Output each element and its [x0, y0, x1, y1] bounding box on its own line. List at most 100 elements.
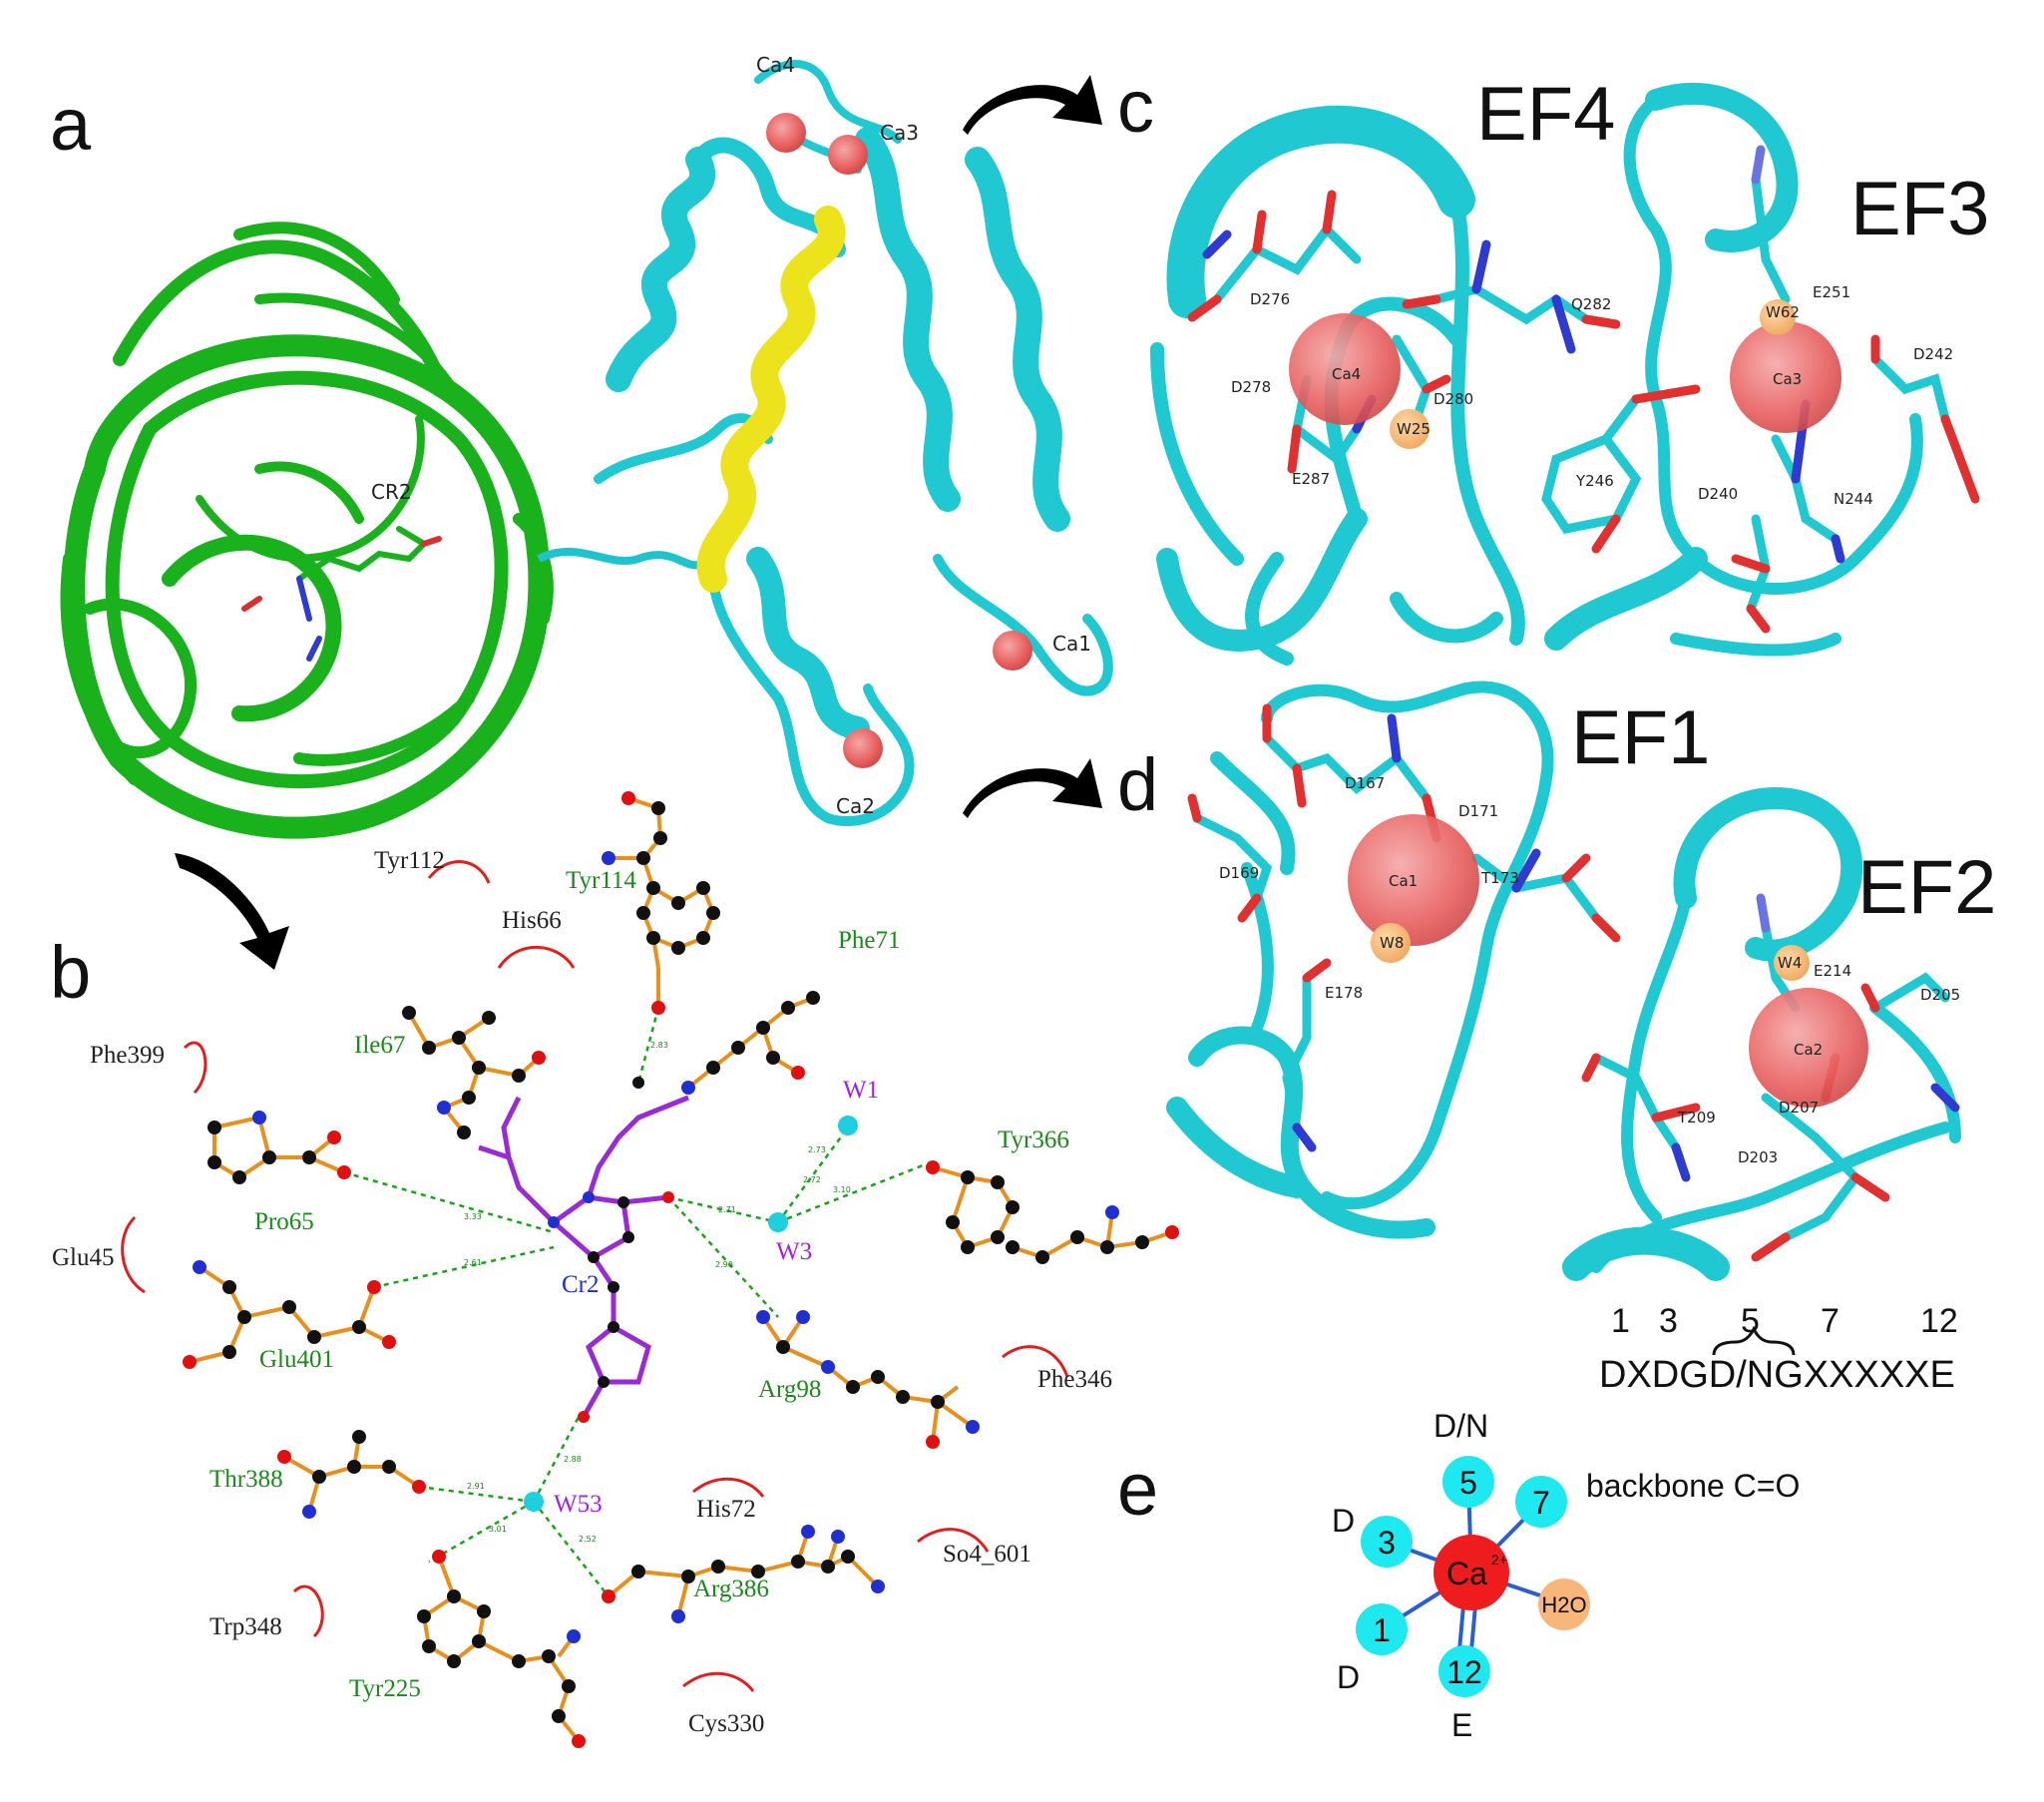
calcium-charge: 2+ [1491, 1552, 1507, 1568]
panel-d: d EF1 EF2 [1117, 680, 1996, 1281]
label-dn: D/N [1433, 1408, 1488, 1444]
label-phe346: Phe346 [1037, 1366, 1112, 1393]
calmodulin-domain [594, 60, 1113, 827]
linker [537, 547, 711, 570]
label-d169: D169 [1219, 864, 1259, 882]
curved-arrows [175, 75, 1102, 970]
panel-label-d: d [1117, 743, 1158, 826]
label-ef2: EF2 [1857, 845, 1996, 930]
label-ca2-d: Ca2 [1794, 1041, 1823, 1059]
distance-label: 2.83 [650, 1041, 668, 1050]
label-d278: D278 [1231, 378, 1271, 396]
label-w8: W8 [1380, 934, 1404, 952]
label-ca4: Ca4 [756, 53, 795, 77]
label-e287: E287 [1292, 470, 1330, 488]
calcium-sphere [843, 728, 883, 768]
label-n244: N244 [1834, 490, 1873, 508]
peptide-helix [696, 206, 846, 593]
calcium-sphere [993, 631, 1032, 671]
label-d167: D167 [1345, 774, 1385, 792]
label-ca3-c: Ca3 [1773, 370, 1802, 388]
panel-label-a: a [50, 83, 92, 166]
arrow-to-c-icon [963, 75, 1102, 135]
calcium-sphere [1749, 988, 1868, 1108]
label-d205: D205 [1920, 986, 1960, 1004]
label-pro65: Pro65 [254, 1208, 314, 1235]
panel-b: b [50, 791, 1179, 1748]
distance-label: 2.88 [564, 1455, 582, 1464]
distance-label: 3.33 [464, 1212, 482, 1221]
label-d276: D276 [1250, 290, 1290, 308]
label-e214: E214 [1814, 962, 1851, 980]
distance-label: 2.52 [579, 1535, 597, 1544]
label-so4-601: So4_601 [943, 1541, 1031, 1568]
distance-label: 2.71 [718, 1205, 736, 1214]
node-position-1 [1356, 1603, 1408, 1655]
label-w62: W62 [1766, 303, 1800, 321]
node-label: 7 [1532, 1485, 1550, 1521]
label-d240: D240 [1698, 485, 1738, 503]
label-d203: D203 [1738, 1148, 1778, 1166]
water-sphere [1371, 923, 1411, 963]
label-trp348: Trp348 [209, 1613, 282, 1640]
motif-position: 1 [1611, 1302, 1630, 1340]
label-tyr366: Tyr366 [998, 1126, 1069, 1153]
water-sphere [1390, 409, 1430, 449]
label-ef1: EF1 [1571, 695, 1710, 780]
label-e251: E251 [1813, 283, 1850, 301]
label-tyr112: Tyr112 [374, 847, 445, 874]
label-glu45: Glu45 [52, 1244, 115, 1271]
label-e: E [1451, 1707, 1472, 1743]
distance-label: 2.90 [715, 1260, 733, 1269]
cr2-ligand [478, 1095, 689, 1419]
label-w4: W4 [1778, 954, 1802, 972]
arrow-to-b-icon [175, 853, 289, 970]
water-sphere [1760, 299, 1796, 335]
ef1-sticks [1187, 703, 1621, 1152]
ef3-sticks [1541, 145, 1980, 634]
label-glu401: Glu401 [259, 1346, 334, 1373]
label-tyr225: Tyr225 [349, 1675, 421, 1702]
label-w53: W53 [554, 1491, 603, 1518]
label-ef3: EF3 [1850, 167, 1989, 251]
label-arg98: Arg98 [758, 1376, 821, 1403]
residue-bonds [189, 796, 1173, 1743]
calcium-sphere [1730, 321, 1841, 433]
motif-position: 12 [1920, 1302, 1958, 1340]
calcium-ion [1433, 1535, 1509, 1610]
distance-label: 3.10 [833, 1185, 851, 1194]
label-arg386: Arg386 [693, 1576, 769, 1602]
node-label: 3 [1378, 1525, 1396, 1561]
label-w3: W3 [776, 1238, 812, 1265]
water-sphere [1774, 945, 1810, 981]
label-w25: W25 [1397, 420, 1431, 438]
label-d280: D280 [1433, 390, 1473, 408]
label-d-upper: D [1332, 1503, 1355, 1539]
label-his72: His72 [696, 1496, 756, 1523]
node-label: 12 [1446, 1654, 1482, 1690]
label-d-lower: D [1337, 1659, 1360, 1695]
label-ca1-d: Ca1 [1389, 872, 1418, 890]
node-label: 5 [1459, 1465, 1477, 1501]
label-backbone: backbone C=O [1586, 1468, 1800, 1504]
label-cr2: CR2 [371, 480, 412, 504]
distance-label: 2.72 [803, 1175, 821, 1184]
distance-label: 2.73 [808, 1145, 826, 1154]
calcium-label: Ca [1446, 1556, 1487, 1591]
hydrophobic-arcs [121, 860, 1069, 1692]
panel-e: e 5 7 3 1 12 Ca 2+ H2O D/N backbone C=O … [1117, 1408, 1800, 1743]
ef4-ribbon [1150, 105, 1525, 666]
panel-a: a CR2 [50, 53, 1113, 839]
label-d242: D242 [1913, 345, 1953, 363]
panel-c: c EF4 EF3 [1117, 65, 1989, 666]
node-position-7 [1515, 1476, 1567, 1528]
hydrogen-bonds [343, 1007, 924, 1597]
label-d171: D171 [1458, 802, 1498, 820]
gfp-barrel [60, 222, 554, 839]
calcium-sphere [1348, 814, 1479, 946]
ef2-ribbon [1562, 787, 1961, 1281]
atoms [183, 791, 1179, 1748]
motif-brace [1712, 1325, 1796, 1356]
ef-hand-motif: 1 3 5 7 12 DXDGD/NGXXXXXE [1599, 1302, 1958, 1396]
water-node [1538, 1578, 1590, 1630]
